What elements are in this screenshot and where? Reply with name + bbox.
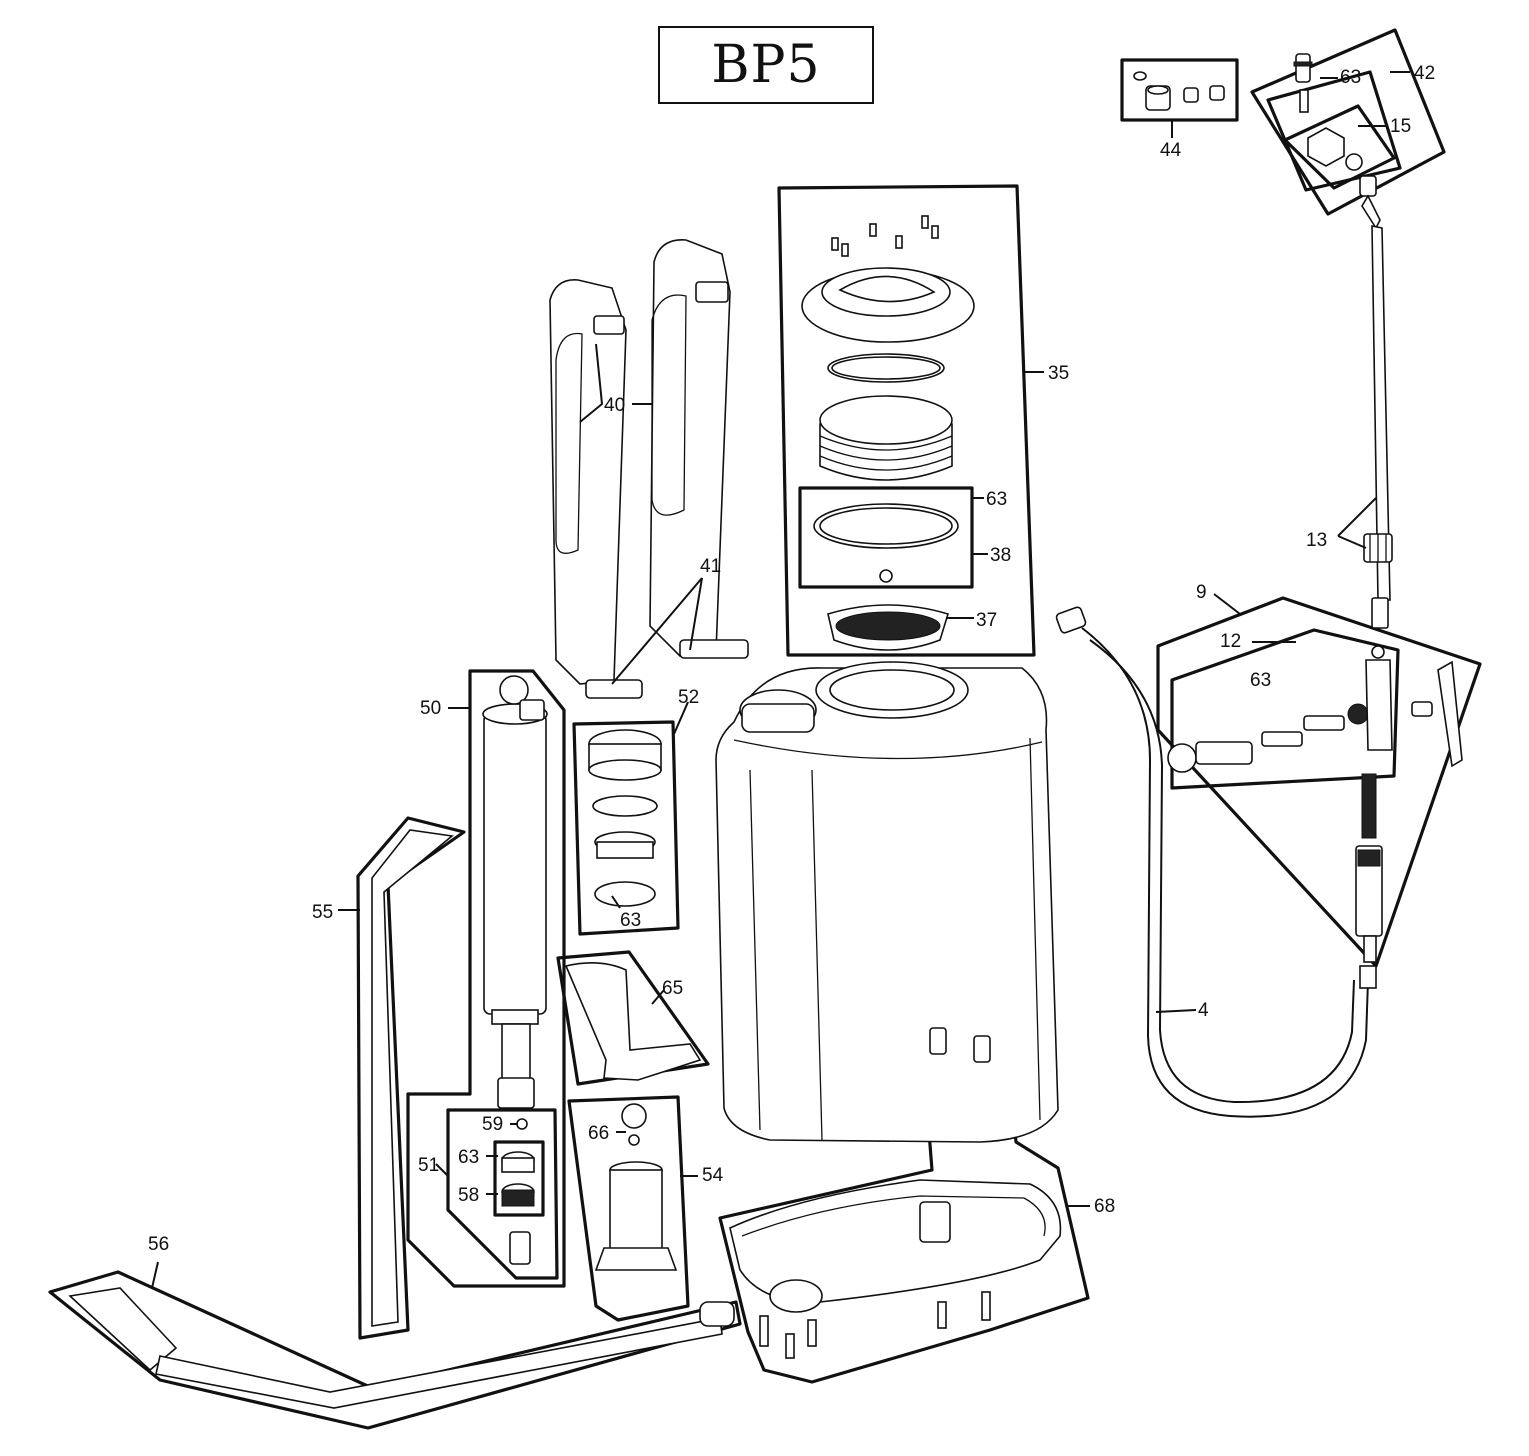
callout-38: 38 [990, 545, 1011, 566]
group-box-35 [777, 184, 1036, 657]
group-box-15 [1283, 104, 1396, 190]
callout-68: 68 [1094, 1196, 1115, 1217]
callout-9: 9 [1196, 582, 1207, 603]
callout-63: 63 [458, 1147, 479, 1168]
callout-66: 66 [588, 1123, 609, 1144]
callout-37: 37 [976, 610, 997, 631]
group-box-50 [406, 669, 566, 1288]
callout-15: 15 [1390, 116, 1411, 137]
trigger-assembly-9 [1167, 645, 1463, 963]
callout-63: 63 [1340, 67, 1361, 88]
callout-13: 13 [1306, 530, 1327, 551]
callout-40: 40 [604, 395, 625, 416]
callout-labels: 42 63 15 44 35 63 38 37 40 41 13 9 12 63… [148, 63, 1435, 1255]
leader-lines [151, 71, 1410, 1289]
callout-63: 63 [1250, 670, 1271, 691]
hose-4 [1055, 606, 1377, 1118]
pressure-chamber-54 [594, 1103, 678, 1271]
group-box-65 [556, 950, 710, 1086]
callout-65: 65 [662, 978, 683, 999]
callout-41: 41 [700, 556, 721, 577]
screws-35 [831, 215, 939, 257]
base-screws [759, 1291, 991, 1359]
seal-kit-52 [588, 729, 662, 907]
diagram-title: BP5 [658, 26, 874, 104]
group-box-42 [1250, 28, 1446, 216]
base-tray-68 [729, 1027, 1062, 1359]
fitting-set-44 [1133, 71, 1225, 111]
callout-58: 58 [458, 1185, 479, 1206]
group-box-52 [572, 720, 680, 936]
group-box-63-58 [493, 1140, 545, 1217]
callout-42: 42 [1414, 63, 1435, 84]
callout-50: 50 [420, 698, 441, 719]
callout-59: 59 [482, 1114, 503, 1135]
callout-54: 54 [702, 1165, 724, 1186]
nozzle-assembly-42 [1293, 53, 1381, 230]
pump-lever-55 [371, 829, 454, 1327]
callout-63: 63 [986, 489, 1007, 510]
shoulder-straps-40 [549, 239, 749, 699]
tank-body [715, 661, 1059, 1143]
base-studs [929, 1027, 991, 1063]
callout-56: 56 [148, 1234, 169, 1255]
group-box-12 [1170, 628, 1400, 790]
bracket-65 [564, 962, 702, 1081]
handle-56 [68, 1287, 735, 1409]
group-box-38 [798, 486, 974, 589]
valve-parts-51 [501, 1118, 535, 1265]
group-box-56 [48, 1270, 742, 1430]
group-box-44 [1120, 58, 1239, 122]
callout-51: 51 [418, 1155, 439, 1176]
group-box-54 [567, 1095, 690, 1322]
callout-35: 35 [1048, 363, 1069, 384]
lid-assembly-35 [801, 215, 975, 651]
group-box-63a [1266, 70, 1402, 192]
strap-buckles-41 [585, 639, 749, 699]
callout-63: 63 [620, 910, 641, 931]
lance-tube-13 [1363, 225, 1393, 629]
group-box-9 [1156, 596, 1482, 968]
callout-44: 44 [1160, 140, 1182, 161]
callout-52: 52 [678, 687, 699, 708]
pump-cylinder-50 [482, 675, 548, 1109]
callout-4: 4 [1198, 1000, 1209, 1021]
group-box-51 [446, 1108, 559, 1280]
callout-55: 55 [312, 902, 333, 923]
callout-12: 12 [1220, 631, 1241, 652]
